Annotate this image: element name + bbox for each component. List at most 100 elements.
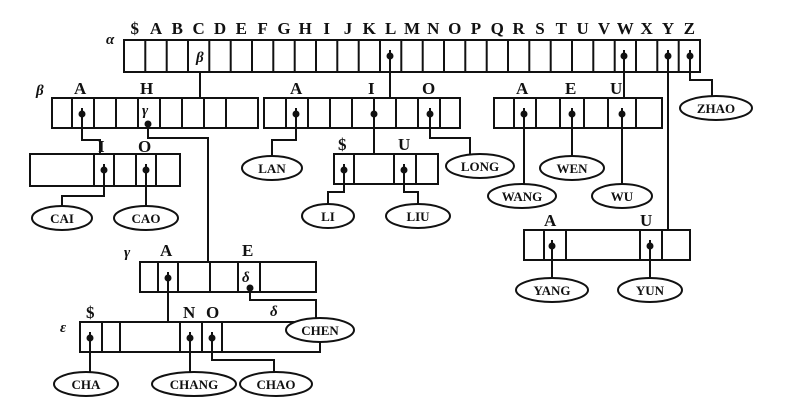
node-y-key-a: A: [544, 211, 557, 230]
node-beta: [51, 97, 259, 129]
node-epsilon: [79, 321, 321, 353]
root-node-label: α: [106, 32, 115, 48]
node-beta-inner-label: γ: [142, 103, 149, 119]
edge-l-o-to-long: [426, 108, 471, 154]
root-header-key: M: [404, 19, 420, 38]
root-header-key: V: [598, 19, 611, 38]
node-beta-i-key-i: I: [98, 137, 105, 156]
root-header-key: W: [617, 19, 634, 38]
svg-text:YANG: YANG: [533, 283, 570, 298]
node-beta-i-key-o: O: [138, 137, 151, 156]
node-epsilon-key-o: O: [206, 303, 219, 322]
svg-text:CAO: CAO: [132, 211, 161, 226]
node-gamma-inner-label: δ: [242, 270, 250, 286]
edge-gamma-e-to-chen: [246, 284, 317, 318]
root-node: [123, 39, 701, 73]
root-header-key: T: [556, 19, 568, 38]
leaf-wu: WU: [591, 183, 653, 209]
root-header-key: X: [641, 19, 654, 38]
node-w-key-a: A: [516, 79, 529, 98]
root-header-key: H: [299, 19, 312, 38]
edge-beta-a-to-node-beta-i: [78, 108, 101, 154]
leaf-wen: WEN: [539, 155, 605, 181]
edge-beta-i-o-to-cao: [142, 164, 150, 206]
root-header-key: E: [236, 19, 247, 38]
node-beta-key-h: H: [140, 79, 153, 98]
edge-epsilon-n-to-chang: [186, 332, 194, 372]
root-header-key: D: [214, 19, 226, 38]
root-header-key: C: [193, 19, 205, 38]
node-y-key-u: U: [640, 211, 652, 230]
svg-text:CHA: CHA: [72, 377, 102, 392]
node-w-key-e: E: [565, 79, 576, 98]
edge-li-dollar-to-li: [327, 164, 348, 204]
node-y: [523, 229, 691, 261]
svg-text:CHANG: CHANG: [170, 377, 218, 392]
node-li: [333, 153, 439, 185]
svg-text:CHAO: CHAO: [257, 377, 296, 392]
node-l-key-a: A: [290, 79, 303, 98]
svg-text:CAI: CAI: [50, 211, 74, 226]
leaf-liu: LIU: [385, 203, 451, 229]
root-header-key: P: [471, 19, 481, 38]
edge-root-z-to-zhao: [686, 50, 713, 96]
leaf-chao: CHAO: [239, 371, 313, 397]
node-w: [493, 97, 663, 129]
svg-text:WU: WU: [611, 189, 634, 204]
root-header-key: U: [577, 19, 589, 38]
edge-w-e-to-wen: [568, 108, 576, 156]
root-header-key: Y: [662, 19, 674, 38]
node-li-key-dollar: $: [338, 135, 347, 154]
delta-pointer-label: δ: [270, 304, 278, 320]
leaf-cai: CAI: [31, 205, 93, 231]
leaf-lan: LAN: [241, 155, 303, 181]
node-l: [263, 97, 461, 129]
root-header-key: A: [150, 19, 163, 38]
root-header-key: K: [363, 19, 377, 38]
svg-text:WEN: WEN: [556, 161, 588, 176]
root-header-key: O: [448, 19, 461, 38]
svg-text:LONG: LONG: [461, 159, 499, 174]
edge-beta-h-to-node-gamma: [144, 120, 209, 262]
leaf-chen: CHEN: [285, 317, 355, 343]
root-header-key: N: [427, 19, 440, 38]
svg-text:LAN: LAN: [258, 161, 286, 176]
leaf-li: LI: [301, 203, 355, 229]
root-header-key: I: [323, 19, 330, 38]
node-gamma: [139, 261, 317, 293]
root-node-cells: [144, 40, 680, 72]
svg-text:ZHAO: ZHAO: [697, 101, 735, 116]
edge-l-a-to-lan: [271, 108, 300, 156]
edge-root-w-to-node-w: [620, 50, 628, 98]
edge-epsilon-o-to-chao: [208, 332, 275, 372]
node-l-key-o: O: [422, 79, 435, 98]
node-w-key-u: U: [610, 79, 622, 98]
leaf-cao: CAO: [113, 205, 179, 231]
root-node-inner-label: β: [195, 50, 204, 66]
node-epsilon-label: ε: [60, 320, 67, 336]
edge-y-a-to-yang: [548, 240, 556, 278]
edge-root-l-to-node-l: [386, 50, 394, 98]
root-header-key: Z: [684, 19, 695, 38]
edge-gamma-a-to-node-epsilon: [164, 272, 172, 322]
node-gamma-key-e: E: [242, 241, 253, 260]
node-epsilon-key-dollar: $: [86, 303, 95, 322]
edge-w-a-to-wang: [520, 108, 528, 184]
edge-root-y-to-node-y: [664, 50, 672, 230]
leaf-chang: CHANG: [151, 371, 237, 397]
edge-y-u-to-yun: [646, 240, 654, 278]
node-epsilon-key-n: N: [183, 303, 196, 322]
root-header-key: $: [130, 19, 139, 38]
leaf-zhao: ZHAO: [679, 95, 753, 121]
leaf-yang: YANG: [515, 277, 589, 303]
svg-text:YUN: YUN: [636, 283, 665, 298]
edge-l-i-to-node-li: [370, 108, 378, 154]
leaf-yun: YUN: [617, 277, 683, 303]
root-header-key: L: [385, 19, 396, 38]
edge-w-u-to-wu: [618, 108, 626, 184]
leaf-wang: WANG: [487, 183, 557, 209]
root-header-key: B: [172, 19, 183, 38]
edge-beta-i-i-to-cai: [61, 164, 108, 206]
